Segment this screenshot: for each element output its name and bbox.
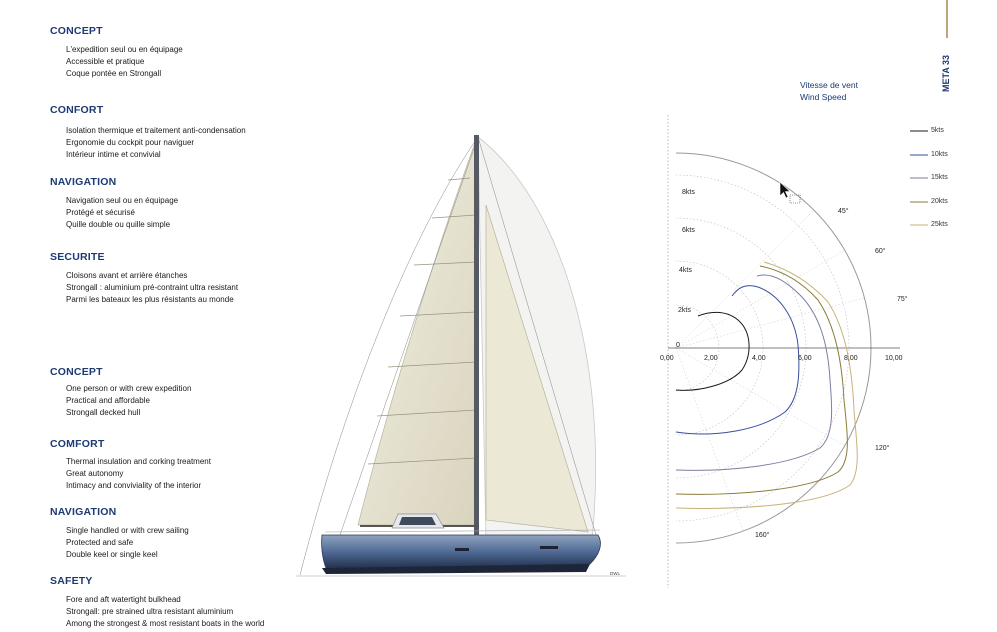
section-line: Strongall: pre strained ultra resistant … [66, 607, 234, 616]
radial-tick: 2kts [678, 307, 691, 314]
waterline-label: DWL [610, 571, 620, 576]
section-line: Cloisons avant et arrière étanches [66, 271, 188, 280]
section-line: Double keel or single keel [66, 550, 158, 559]
curve-20kts [675, 265, 848, 495]
legend-label: 25kts [931, 221, 948, 228]
legend-label: 10kts [931, 151, 948, 158]
section-line: Quille double ou quille simple [66, 220, 171, 229]
curve-25kts [675, 261, 858, 509]
section-line: Parmi les bateaux les plus résistants au… [66, 295, 234, 304]
section-line: Strongall : aluminium pré-contraint ultr… [66, 283, 239, 292]
polar-title-en: Wind Speed [800, 92, 847, 102]
curve-5kts [675, 311, 750, 391]
angle-label: 45° [838, 207, 849, 215]
legend-label: 20kts [931, 198, 948, 205]
mainsail [357, 139, 477, 526]
headsail [485, 204, 589, 533]
section-line: L'expedition seul ou en équipage [66, 45, 183, 54]
section-line: Practical and affordable [66, 396, 150, 405]
axis-tick: 4,00 [752, 355, 766, 362]
section-line: Coque pontée en Strongall [66, 69, 162, 78]
mouse-cursor [779, 181, 801, 204]
section-line: Protected and safe [66, 538, 134, 547]
legend-label: 15kts [931, 174, 948, 181]
section-line: Ergonomie du cockpit pour naviguer [66, 138, 195, 147]
legend-label: 5kts [931, 127, 944, 134]
section-line: Fore and aft watertight bulkhead [66, 595, 181, 604]
section-line: Navigation seul ou en équipage [66, 196, 179, 205]
angle-label: 160° [755, 531, 770, 539]
section-title: COMFORT [50, 438, 105, 450]
section-title: SECURITE [50, 251, 105, 263]
section-line: Among the strongest & most resistant boa… [66, 619, 265, 628]
axis-tick: 6,00 [798, 355, 812, 362]
radial-tick: 4kts [679, 267, 692, 274]
section-line: Single handled or with crew sailing [66, 526, 189, 535]
axis-tick: 0,00 [660, 355, 674, 362]
angle-label: 60° [875, 247, 886, 255]
radial-tick: 8kts [682, 189, 695, 196]
section-line: Great autonomy [66, 469, 124, 478]
section-line: Isolation thermique et traitement anti-c… [66, 126, 246, 135]
section-title: CONCEPT [50, 25, 103, 37]
section-title: SAFETY [50, 575, 93, 587]
curve-10kts [675, 285, 800, 435]
section-line: One person or with crew expedition [66, 384, 192, 393]
section-title: NAVIGATION [50, 176, 117, 188]
section-title: CONCEPT [50, 366, 103, 378]
section-line: Strongall decked hull [66, 408, 141, 417]
radial-tick: 6kts [682, 227, 695, 234]
section-line: Accessible et pratique [66, 57, 145, 66]
accent-bar [946, 0, 948, 38]
section-line: Protégé et sécurisé [66, 208, 135, 217]
curve-15kts [675, 274, 833, 471]
section-line: Intérieur intime et convivial [66, 150, 161, 159]
axis-tick: 10,00 [885, 355, 903, 362]
axis-tick: 8,00 [844, 355, 858, 362]
section-line: Thermal insulation and corking treatment [66, 457, 211, 466]
axis-zero: 0 [676, 342, 680, 349]
section-title: NAVIGATION [50, 506, 117, 518]
section-line: Intimacy and conviviality of the interio… [66, 481, 202, 490]
polar-title-fr: Vitesse de vent [800, 80, 858, 90]
angle-label: 120° [875, 444, 890, 452]
angle-label: 75° [897, 295, 908, 303]
mast [474, 135, 479, 535]
section-title: CONFORT [50, 104, 104, 116]
axis-tick: 2,00 [704, 355, 718, 362]
